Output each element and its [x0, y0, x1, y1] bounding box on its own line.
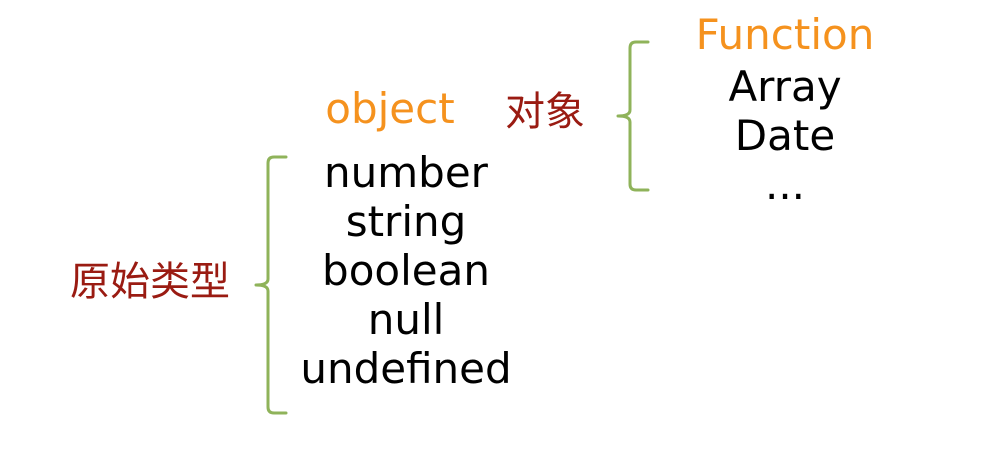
primitive-type-item: undefined — [300, 344, 512, 393]
object-type-list: Array Date ... — [728, 62, 841, 209]
primitive-type-item: number — [324, 148, 488, 197]
object-label: object — [325, 84, 455, 133]
object-type-item: Array — [728, 62, 842, 111]
primitive-type-item: null — [367, 295, 445, 344]
primitive-cn-label: 原始类型 — [70, 259, 230, 305]
function-label: Function — [695, 10, 875, 59]
primitive-brace — [254, 155, 288, 415]
object-type-item: ... — [764, 160, 806, 209]
object-type-item: Date — [734, 111, 836, 160]
primitive-type-list: number string boolean null undefined — [300, 148, 511, 393]
primitive-type-item: string — [345, 197, 467, 246]
object-brace — [616, 40, 650, 192]
primitive-type-item: boolean — [322, 246, 490, 295]
objects-cn-label: 对象 — [505, 89, 585, 135]
